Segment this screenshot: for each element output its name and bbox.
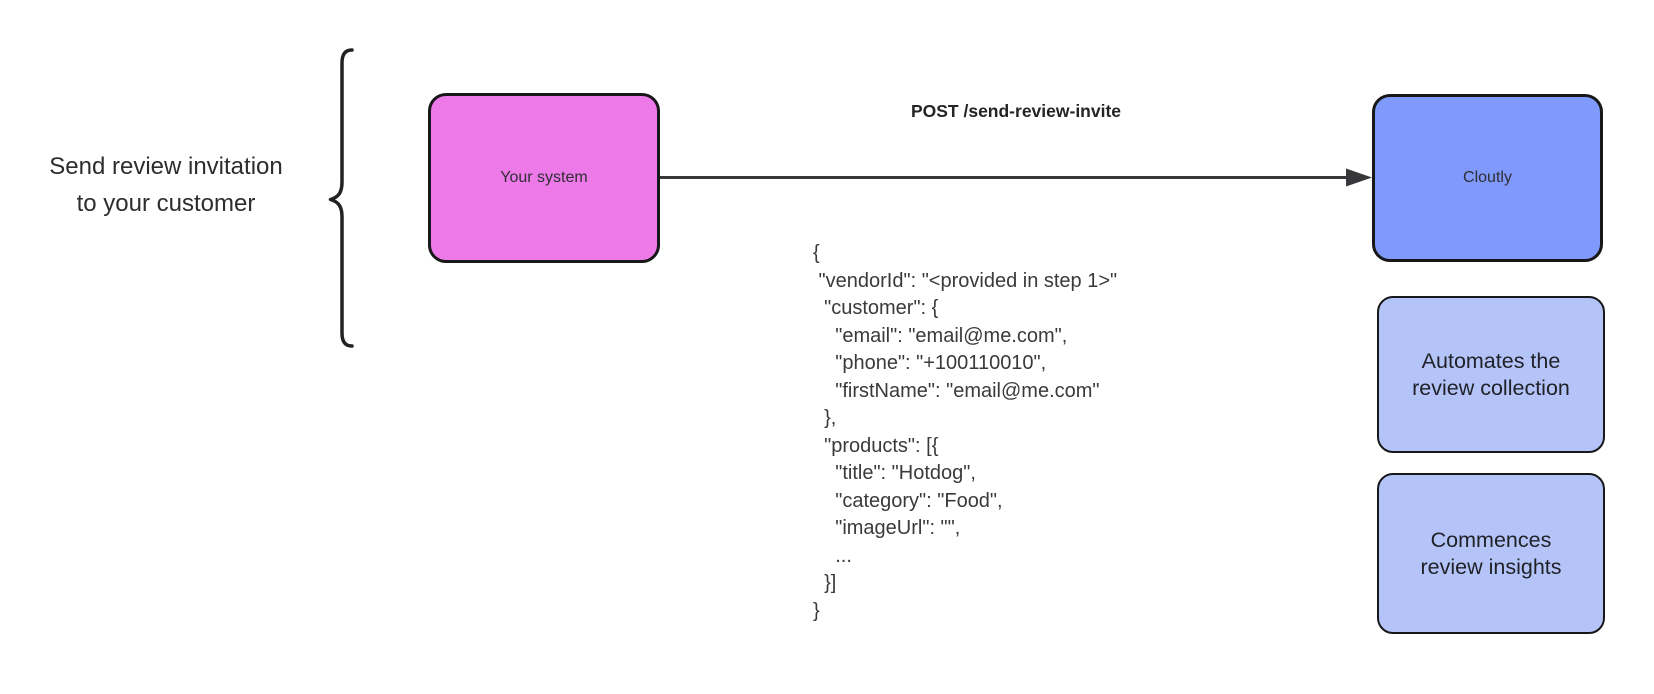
node-cloutly-label: Cloutly [1463,169,1512,186]
request-arrow [660,168,1372,187]
node-your-system-label: Your system [500,169,588,186]
curly-brace-icon [328,48,354,348]
node-automates-label: Automates the review collection [1412,348,1570,400]
node-commences-review-insights: Commences review insights [1377,473,1605,634]
arrowhead-icon [1346,168,1372,187]
node-your-system: Your system [428,93,660,263]
node-cloutly: Cloutly [1372,94,1603,262]
payload-code-block: { "vendorId": "<provided in step 1>" "cu… [813,242,1118,622]
node-commences-label: Commences review insights [1420,527,1562,579]
node-automates-review-collection: Automates the review collection [1377,296,1605,453]
request-label: POST /send-review-invite [910,101,1122,121]
annotation-label: Send review invitation to your customer [49,153,283,217]
